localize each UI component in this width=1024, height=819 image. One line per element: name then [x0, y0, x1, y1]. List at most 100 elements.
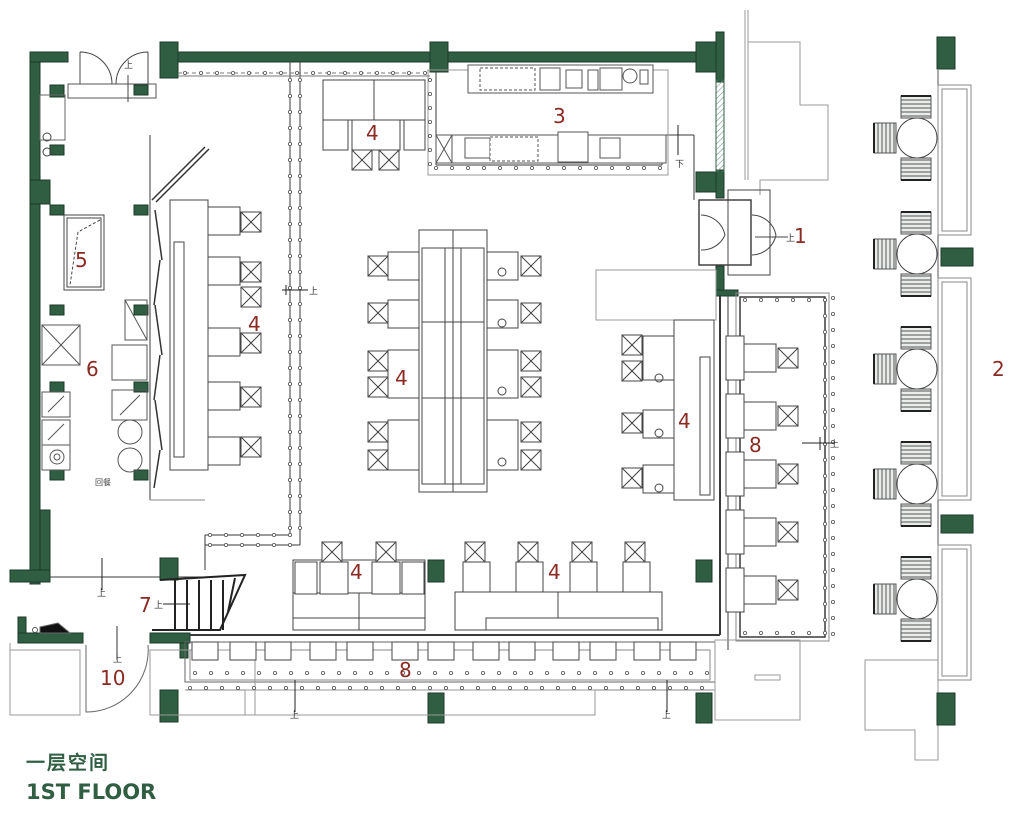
railing-post — [625, 671, 630, 676]
railing-post — [823, 554, 828, 559]
outdoor-table — [896, 463, 938, 505]
railing-post — [831, 359, 836, 364]
railing-post — [287, 110, 292, 115]
railing-post — [831, 503, 836, 508]
railing-post — [287, 141, 292, 146]
railing-post — [823, 457, 828, 462]
railing-post — [326, 71, 331, 76]
outdoor-chair — [900, 211, 932, 235]
outdoor-pillars — [936, 36, 974, 726]
railing-post — [379, 686, 384, 691]
railing-post — [287, 397, 292, 402]
zone-label-5: 5 — [75, 248, 88, 272]
railing-post — [497, 165, 502, 170]
chair — [367, 449, 389, 471]
chair — [351, 149, 373, 171]
railing-post — [214, 71, 219, 76]
railing-post — [287, 317, 292, 322]
railing-post — [297, 365, 302, 370]
left-bar-counter — [169, 199, 209, 471]
top-dining-booth — [322, 79, 426, 171]
railing-post — [427, 686, 432, 691]
seat-cushion — [633, 641, 661, 661]
seat-cushion — [486, 349, 519, 399]
railing-post — [427, 147, 432, 152]
railing-post — [823, 631, 828, 636]
railing-post — [449, 165, 454, 170]
zone-label-8: 8 — [399, 658, 412, 682]
railing-post — [287, 173, 292, 178]
railing-post — [203, 686, 208, 691]
zone-label-3: 3 — [553, 104, 566, 128]
railing-post — [208, 671, 213, 676]
chair — [520, 255, 542, 277]
railing-post — [297, 381, 302, 386]
railing-post — [297, 173, 302, 178]
outdoor-chair — [900, 441, 932, 465]
chair — [621, 334, 643, 356]
outdoor-chair — [900, 273, 932, 297]
stair — [152, 573, 247, 631]
up-note: 上 — [154, 600, 163, 611]
railing-post — [287, 477, 292, 482]
zone-label-10: 10 — [100, 666, 125, 690]
railing-post — [224, 671, 229, 676]
outdoor-chair — [900, 556, 932, 580]
railing-post — [545, 671, 550, 676]
railing-post — [297, 253, 302, 258]
railing-post — [347, 686, 352, 691]
railing-post — [823, 489, 828, 494]
pendant-lamp — [497, 267, 507, 277]
railing-post — [219, 686, 224, 691]
railing-post — [297, 461, 302, 466]
railing-post — [427, 133, 432, 138]
railing-post — [310, 71, 315, 76]
railing-post — [297, 221, 302, 226]
seat-cushion — [743, 343, 777, 373]
railing-post — [443, 686, 448, 691]
railing-post — [831, 343, 836, 348]
railing-post — [641, 671, 646, 676]
railing-post — [831, 471, 836, 476]
railing-post — [743, 297, 748, 302]
right-dining-seats — [621, 334, 675, 494]
seat-cushion — [346, 641, 374, 661]
railing-post — [297, 526, 302, 531]
seat-cushion — [725, 567, 745, 613]
railing-post — [823, 393, 828, 398]
seat-cushion — [725, 509, 745, 555]
seat-cushion — [387, 419, 420, 471]
outdoor-chair — [873, 353, 897, 385]
outdoor-planters — [937, 84, 972, 681]
railing-post — [278, 71, 283, 76]
railing-post — [524, 686, 529, 691]
railing-post — [480, 671, 485, 676]
railing-post — [831, 632, 836, 637]
seat-cushion — [508, 641, 536, 661]
railing-post — [297, 126, 302, 131]
up-note: 上 — [124, 60, 133, 71]
service-station — [41, 299, 205, 501]
seat-cushion — [642, 464, 675, 494]
railing-post — [427, 106, 432, 111]
seat-cushion — [743, 401, 777, 431]
railing-post — [588, 686, 593, 691]
railing-post — [283, 686, 288, 691]
railing-post — [831, 552, 836, 557]
pendant-lamp — [654, 428, 664, 438]
railing-post — [459, 686, 464, 691]
railing-post — [287, 253, 292, 258]
railing-post — [320, 671, 325, 676]
railing-post — [823, 297, 828, 302]
bottom-dining-sofas — [292, 559, 663, 631]
seat-cushion — [725, 393, 745, 439]
railing-post — [223, 543, 228, 548]
up-note: 上 — [97, 588, 106, 599]
zone-label-7: 7 — [139, 593, 152, 617]
railing-post — [297, 413, 302, 418]
chair — [777, 347, 799, 369]
chair — [571, 541, 593, 563]
bottom-dining-chairs — [321, 541, 646, 563]
zone-label-6: 6 — [86, 357, 99, 381]
